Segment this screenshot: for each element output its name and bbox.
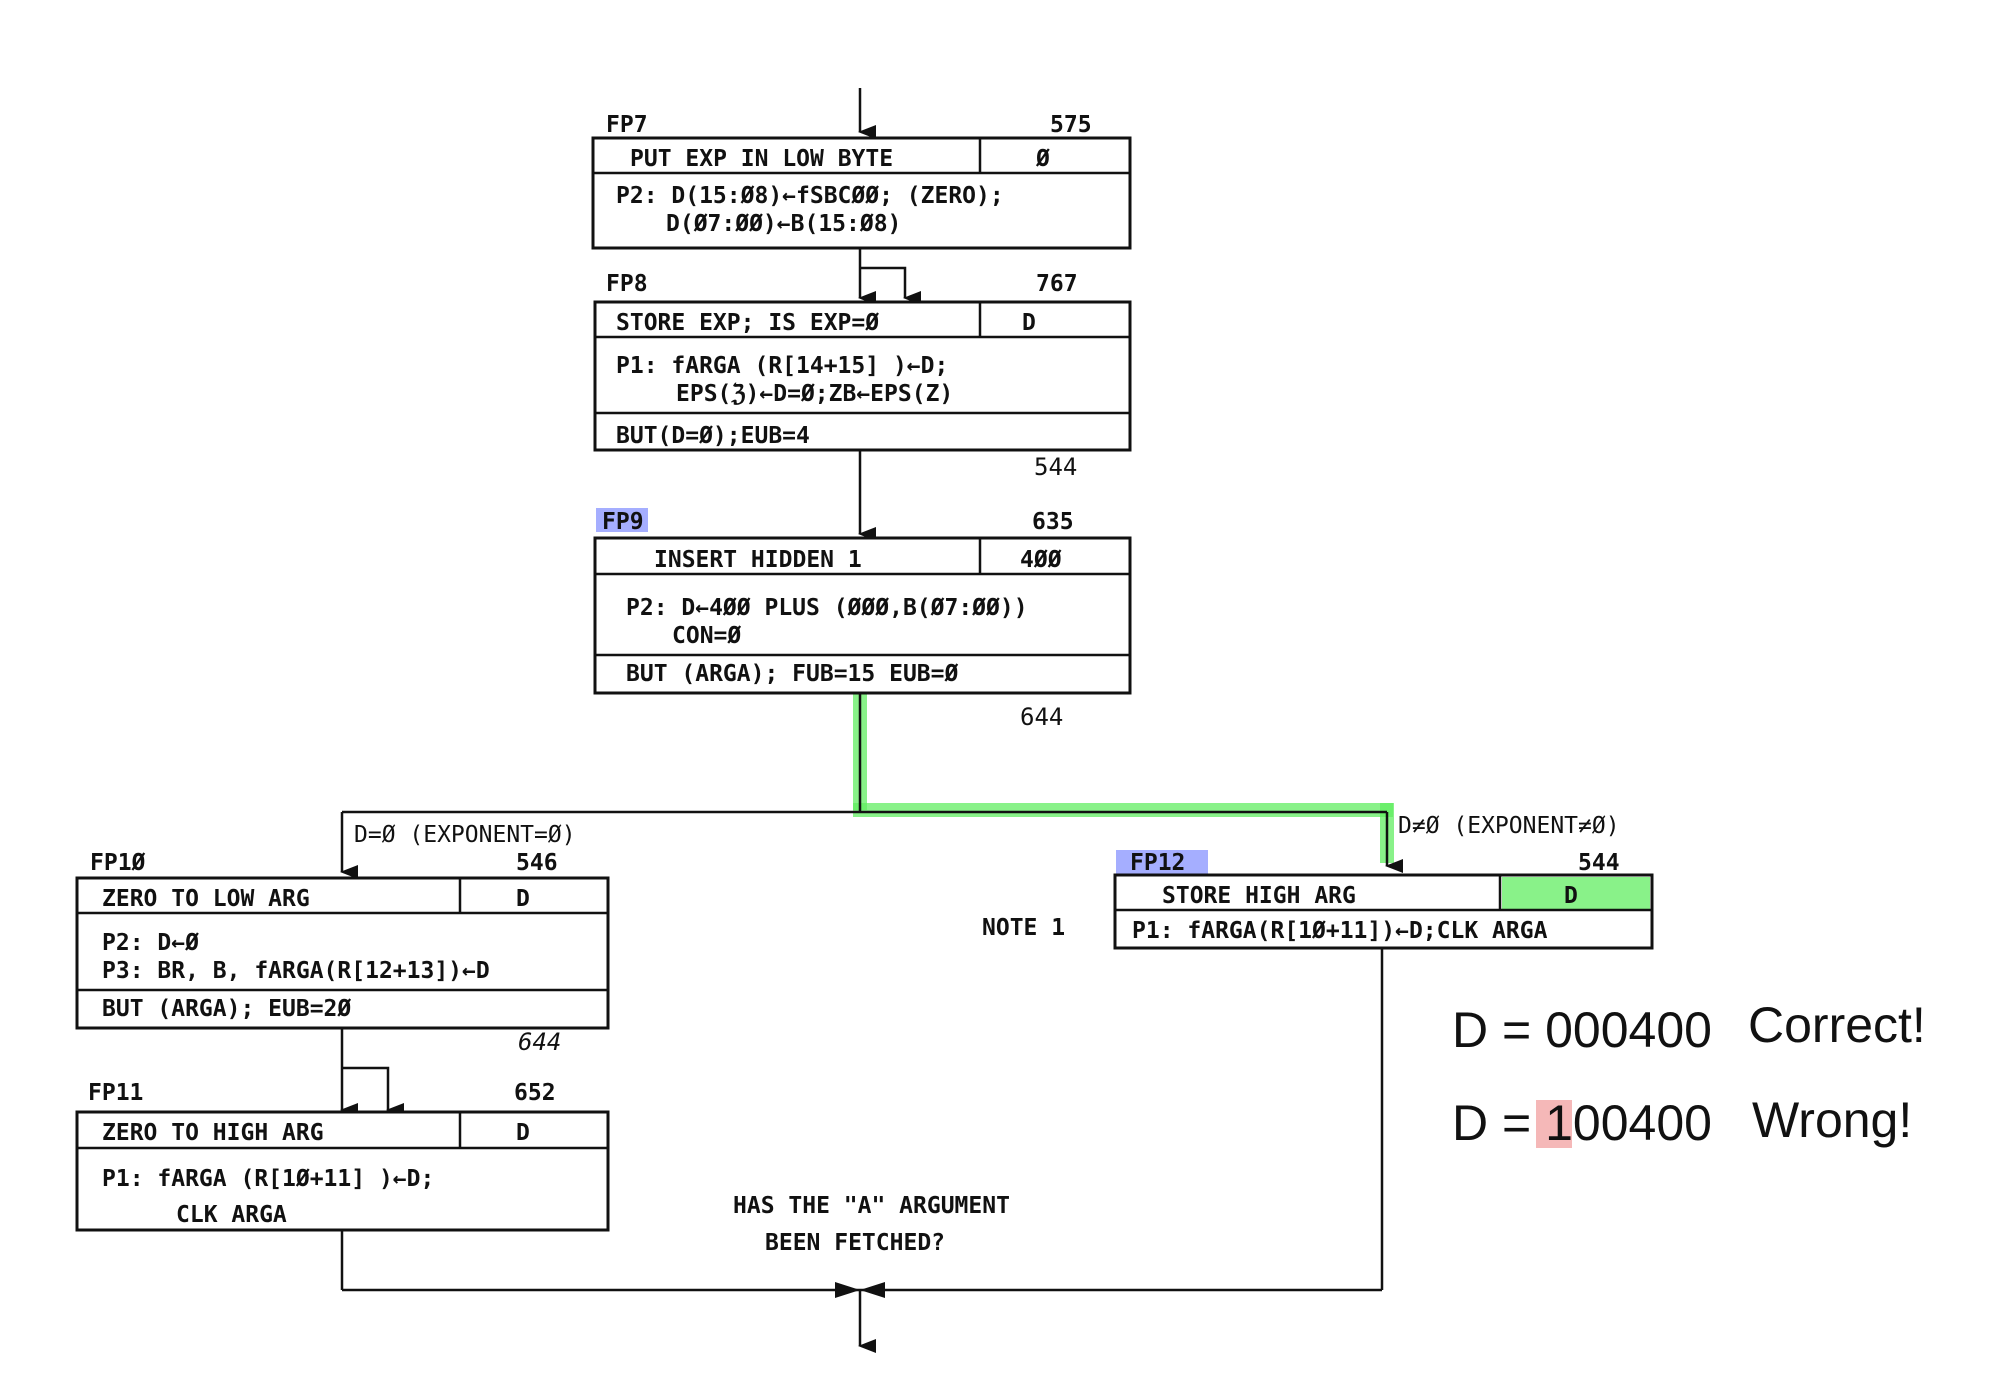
fp9-address: 635: [1032, 509, 1074, 535]
fp7-label: FP7: [606, 112, 648, 138]
fp11-code: D: [516, 1120, 530, 1146]
branch-left-label: D=Ø (EXPONENT=Ø): [354, 822, 576, 848]
branch-right-label: D≠Ø (EXPONENT≠Ø): [1398, 813, 1620, 839]
fp11-step-2: CLK ARGA: [176, 1202, 287, 1228]
wrong-value: D = 100400: [1452, 1095, 1712, 1151]
fp11-label: FP11: [88, 1080, 143, 1106]
fp7-box: [591, 136, 1132, 250]
fp11-address: 652: [514, 1080, 556, 1106]
highlighted-path: [853, 690, 1394, 863]
fp10-title: ZERO TO LOW ARG: [102, 886, 310, 912]
fp12-code: D: [1564, 883, 1578, 909]
fp12-box: [1113, 873, 1654, 950]
fp8-address: 767: [1036, 271, 1078, 297]
fp8-code: D: [1022, 310, 1036, 336]
fp8-branch: BUT(D=Ø);EUB=4: [616, 423, 810, 449]
correct-label: Correct!: [1748, 997, 1926, 1053]
fp9-next-address: 644: [1020, 703, 1063, 731]
fp12-step-1: P1: fARGA(R[1Ø+11])←D;CLK ARGA: [1132, 918, 1548, 944]
fp9-code: 4ØØ: [1020, 547, 1062, 573]
fp8-step-2: EPS(ℨ)←D=Ø;ZB←EPS(Z): [676, 381, 953, 407]
fp9-branch: BUT (ARGA); FUB=15 EUB=Ø: [626, 661, 958, 687]
fp11-loop-arrow: [342, 1066, 404, 1117]
fp10-branch: BUT (ARGA); EUB=2Ø: [102, 996, 351, 1022]
fp9-step-2: CON=Ø: [672, 623, 741, 649]
fp10-box: [75, 876, 610, 1030]
fp9-label: FP9: [602, 509, 644, 535]
fp9-label-highlight: [596, 508, 648, 532]
correct-value: D = 000400: [1452, 1002, 1712, 1058]
fp12-label-highlight: [1116, 850, 1208, 874]
fp12-title: STORE HIGH ARG: [1162, 883, 1356, 909]
merge-right-arrowhead: [860, 1282, 885, 1298]
merge-left-arrowhead: [835, 1282, 860, 1298]
fp11-title: ZERO TO HIGH ARG: [102, 1120, 324, 1146]
fp10-step-1: P2: D←Ø: [102, 930, 199, 956]
fp7-title: PUT EXP IN LOW BYTE: [630, 146, 893, 172]
wrong-digit-highlight: [1536, 1100, 1572, 1148]
fp8-next-address: 544: [1034, 453, 1077, 481]
fp8-title: STORE EXP; IS EXP=Ø: [616, 310, 879, 336]
wrong-digit: 1: [1545, 1095, 1573, 1151]
fp7-address: 575: [1050, 112, 1092, 138]
fp8-label: FP8: [606, 271, 648, 297]
fp7-step-2: D(Ø7:ØØ)←B(15:Ø8): [666, 211, 901, 237]
fp12-code-highlight: [1502, 877, 1650, 909]
fp7-step-1: P2: D(15:Ø8)←fSBCØØ; (ZERO);: [616, 183, 1004, 209]
note-label: NOTE 1: [982, 915, 1065, 941]
fp10-next-address: 644: [518, 1028, 561, 1056]
fp10-address: 546: [516, 850, 558, 876]
wrong-value-rest: 00400: [1573, 1095, 1712, 1151]
wrong-label: Wrong!: [1752, 1092, 1912, 1148]
fp10-step-2: P3: BR, B, fARGA(R[12+13])←D: [102, 958, 490, 984]
fp7-code: Ø: [1035, 146, 1050, 172]
fp11-step-1: P1: fARGA (R[1Ø+11] )←D;: [102, 1166, 434, 1192]
fp10-label: FP1Ø: [90, 850, 146, 876]
question-line-2: BEEN FETCHED?: [765, 1230, 945, 1256]
wrong-value-prefix: D =: [1452, 1095, 1545, 1151]
fp8-step-1: P1: fARGA (R[14+15] )←D;: [616, 353, 948, 379]
fp10-code: D: [516, 886, 530, 912]
fp9-title: INSERT HIDDEN 1: [654, 547, 862, 573]
fp9-box: [593, 536, 1132, 695]
fp8-box: [593, 300, 1132, 452]
fp9-step-1: P2: D←4ØØ PLUS (ØØØ,B(Ø7:ØØ)): [626, 595, 1028, 621]
fp12-label: FP12: [1130, 850, 1185, 876]
question-line-1: HAS THE "A" ARGUMENT: [733, 1193, 1010, 1219]
fp8-loop-arrow: [860, 266, 921, 305]
fp12-address: 544: [1578, 850, 1620, 876]
